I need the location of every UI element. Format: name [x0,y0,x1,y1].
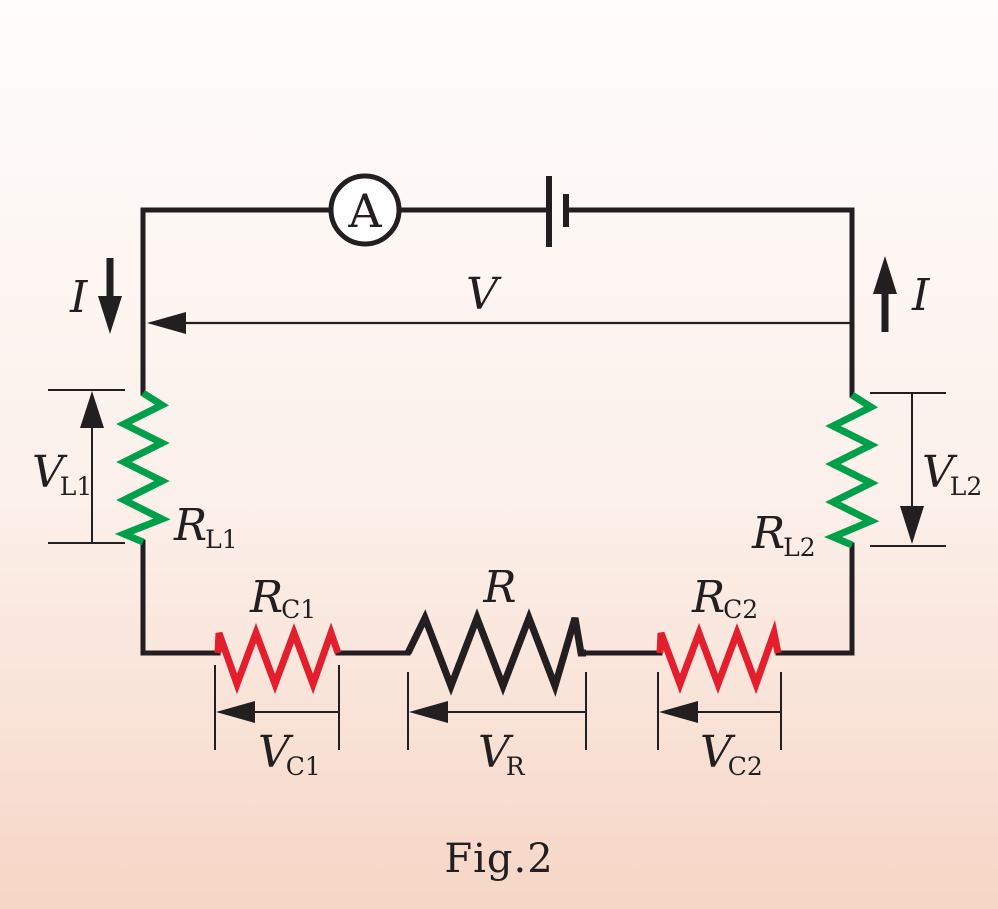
voltage-arrowhead-l2 [900,506,924,544]
voltage-label-l1: VL1 [32,447,92,501]
voltage-label-c1: VC1 [258,727,321,781]
voltage-label-r: VR [478,727,526,781]
current-label-right: I [911,270,931,321]
contact-resistor-c1 [214,622,342,695]
voltage-arrowhead-c2 [659,701,698,723]
voltage-arrow-c2 [657,672,782,750]
voltage-label-c2: VC2 [700,727,763,781]
main-resistor-r [404,608,586,697]
figure-caption: Fig.2 [444,836,554,882]
resistor-label-c2: RC2 [691,572,758,624]
voltage-arrowhead-c1 [216,701,255,723]
current-arrow-right [873,256,897,332]
ammeter: A [328,173,402,247]
ammeter-label: A [347,184,382,238]
resistor-label-r: R [482,562,516,613]
current-label-left: I [69,272,89,323]
battery [546,176,569,247]
voltage-arrow-l1 [48,389,125,544]
current-arrow-left [98,258,122,334]
voltage-arrow-l2 [870,392,946,547]
resistor-label-l2: RL2 [751,508,816,562]
voltage-label-total: V [466,269,502,320]
resistor-label-l1: RL1 [173,500,238,554]
resistor-label-c1: RC1 [249,572,316,624]
voltage-label-l2: VL2 [922,447,982,501]
voltage-arrow-total [147,312,852,334]
wire-loop [140,207,855,656]
voltage-arrow-r [407,672,587,750]
voltage-arrowhead-r [409,701,448,723]
lead-resistor-l1 [114,390,171,546]
lead-resistor-l2 [823,392,880,549]
voltage-arrowhead-l1 [80,391,104,428]
voltage-arrow-c1 [214,665,340,750]
contact-resistor-c2 [656,619,782,695]
